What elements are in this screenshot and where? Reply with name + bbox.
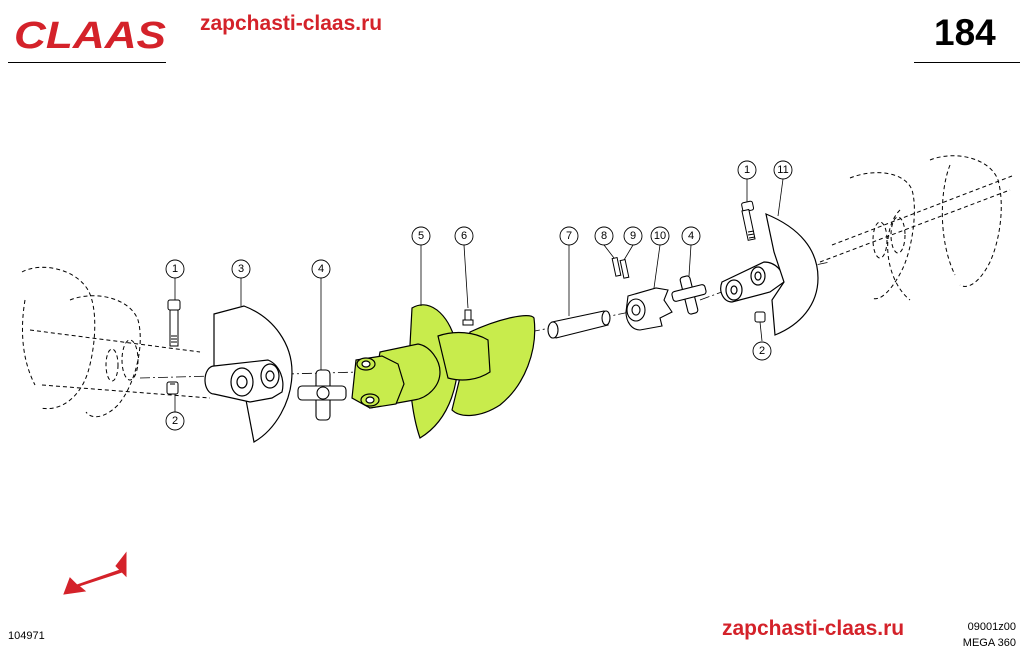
claas-logo: CLAAS <box>14 18 166 52</box>
drawing-reference: 104971 <box>8 630 45 642</box>
site-url-top[interactable]: zapchasti-claas.ru <box>200 12 383 35</box>
site-url-bottom[interactable]: zapchasti-claas.ru <box>722 617 905 640</box>
svg-text:2: 2 <box>172 415 178 427</box>
callout-2-left: 2 <box>165 411 185 431</box>
page-number: 184 <box>934 12 996 53</box>
part-5-auger-section <box>351 304 536 439</box>
callout-2-right: 2 <box>752 341 772 361</box>
right-auger-ghost <box>819 155 1013 301</box>
callout-4-left: 4 <box>311 259 331 279</box>
leader-lines <box>174 178 784 412</box>
svg-text:4: 4 <box>318 263 324 275</box>
callout-8: 8 <box>594 226 614 246</box>
part-4-universal-cross-right <box>671 275 707 315</box>
part-6-grease-nipple <box>462 309 474 326</box>
part-8-pin <box>611 256 622 277</box>
header-rule-right <box>914 62 1020 63</box>
svg-text:5: 5 <box>418 230 424 242</box>
part-9-pin <box>619 258 630 279</box>
svg-text:4: 4 <box>688 230 694 242</box>
svg-text:11: 11 <box>777 164 788 176</box>
part-10-coupling-yoke <box>625 287 673 331</box>
svg-text:3: 3 <box>238 263 244 275</box>
callout-11: 11 <box>773 160 793 180</box>
callout-3: 3 <box>231 259 251 279</box>
svg-text:7: 7 <box>566 230 572 242</box>
part-2-nut-right <box>754 311 766 323</box>
callout-1-right: 1 <box>737 160 757 180</box>
drawing-code: 09001z00 <box>967 621 1016 633</box>
callout-5: 5 <box>411 226 431 246</box>
callout-1-left: 1 <box>165 259 185 279</box>
right-yoke-hub <box>720 261 785 303</box>
header-rule-left <box>8 62 166 63</box>
svg-text:10: 10 <box>654 230 666 242</box>
svg-text:8: 8 <box>601 230 607 242</box>
callout-6: 6 <box>454 226 474 246</box>
svg-text:1: 1 <box>744 164 750 176</box>
part-1-bolt-right <box>741 200 756 241</box>
callout-7: 7 <box>559 226 579 246</box>
callout-10: 10 <box>650 226 670 246</box>
part-1-bolt-left <box>167 299 181 347</box>
left-auger-ghost <box>21 266 211 418</box>
part-11-flight-segment <box>765 213 819 336</box>
callout-9: 9 <box>623 226 643 246</box>
part-2-nut-left <box>166 381 179 395</box>
svg-text:1: 1 <box>172 263 178 275</box>
callouts: 1 2 3 4 5 6 7 8 9 10 4 1 11 2 <box>165 160 793 431</box>
part-7-sleeve <box>547 310 611 339</box>
part-4-universal-cross-left <box>297 369 347 421</box>
arrow-down-left-icon <box>63 551 127 595</box>
left-yoke-hub <box>204 359 284 403</box>
claas-logo-text: CLAAS <box>14 18 166 52</box>
machine-model: MEGA 360 <box>962 637 1016 649</box>
svg-text:9: 9 <box>630 230 636 242</box>
callout-4-right: 4 <box>681 226 701 246</box>
svg-text:2: 2 <box>759 345 765 357</box>
svg-text:6: 6 <box>461 230 467 242</box>
